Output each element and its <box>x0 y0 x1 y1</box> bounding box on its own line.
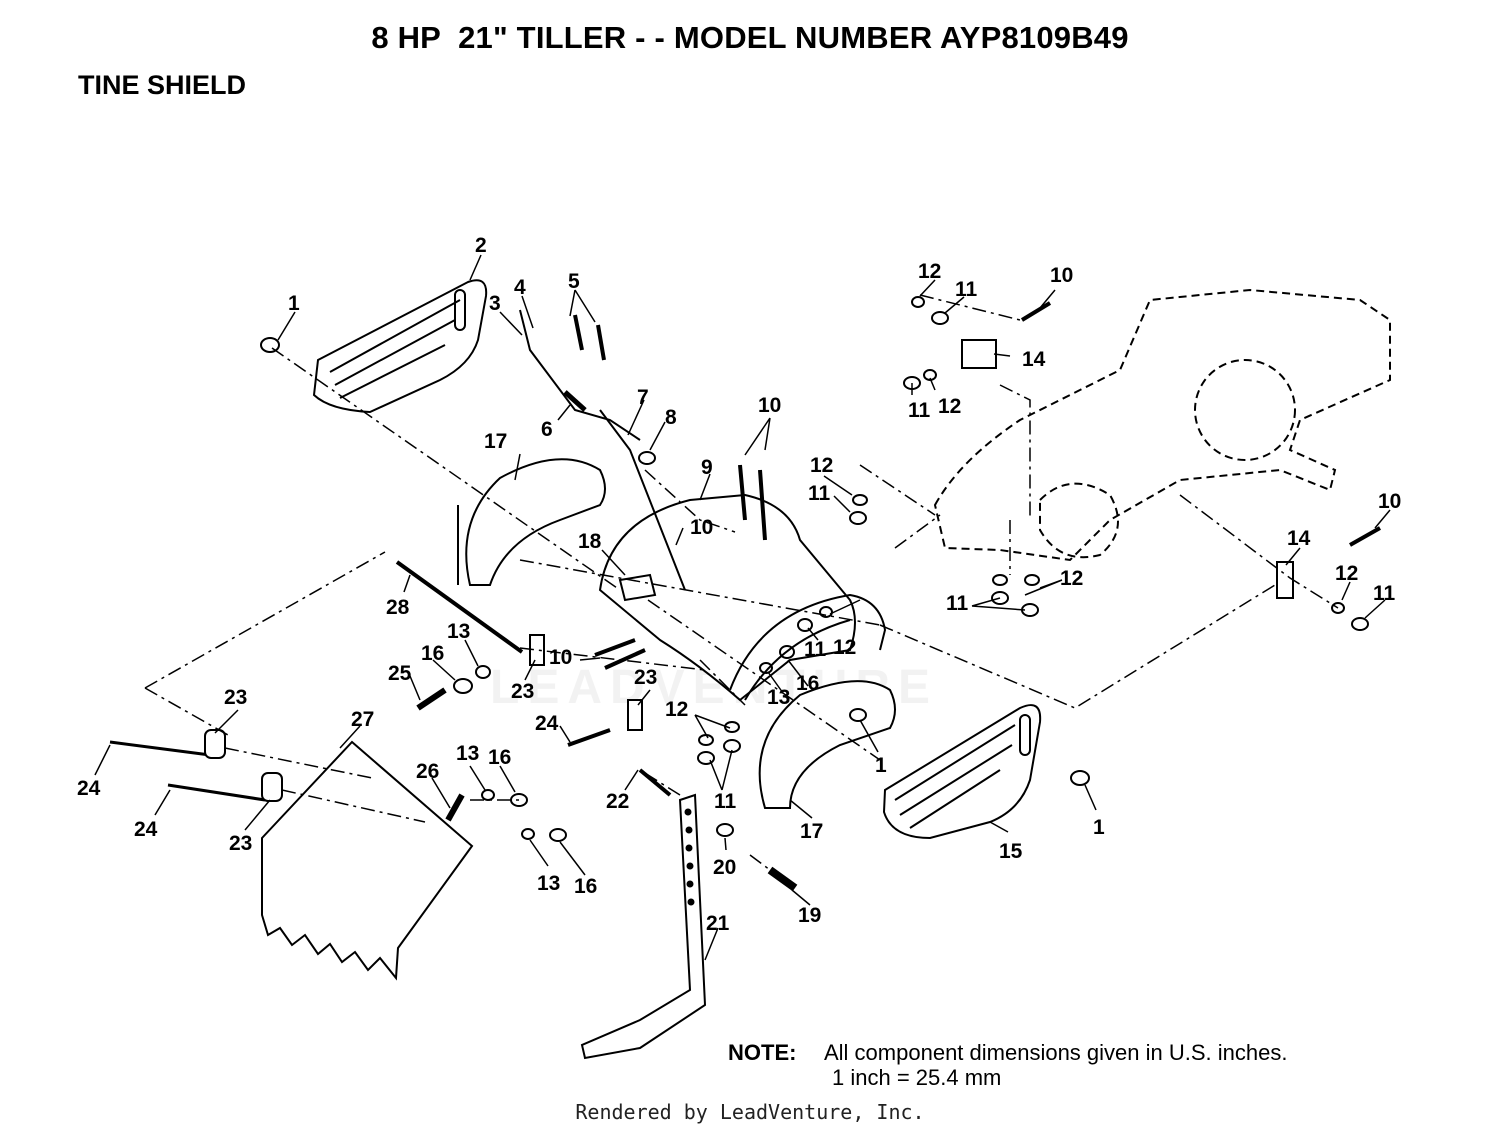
side-plate-left <box>312 279 488 414</box>
callout-16: 16 <box>574 875 597 898</box>
callout-labels: 1 2 3 4 5 6 7 8 9 10 10 10 10 10 11 11 1… <box>77 234 1401 935</box>
callout-9: 9 <box>701 456 713 479</box>
callout-21: 21 <box>706 912 730 935</box>
callout-20: 20 <box>713 856 736 879</box>
callout-12: 12 <box>833 636 856 659</box>
tiller-frame <box>933 288 1391 562</box>
callout-17: 17 <box>484 430 507 453</box>
callout-5: 5 <box>568 270 580 293</box>
callout-12: 12 <box>938 395 961 418</box>
callout-11: 11 <box>804 638 827 661</box>
callout-23: 23 <box>224 686 247 709</box>
callout-15: 15 <box>999 840 1023 863</box>
rod <box>395 560 524 654</box>
note-text-line1: All component dimensions given in U.S. i… <box>824 1040 1288 1065</box>
assembly-lines <box>144 294 1339 871</box>
callout-14: 14 <box>1022 348 1046 371</box>
callout-11: 11 <box>955 278 978 301</box>
render-credit: Rendered by LeadVenture, Inc. <box>575 1100 925 1124</box>
callout-13: 13 <box>767 686 790 709</box>
section-title: TINE SHIELD <box>78 70 247 100</box>
callout-24: 24 <box>134 818 158 841</box>
callout-25: 25 <box>388 662 412 685</box>
callout-3: 3 <box>489 292 501 315</box>
callout-13: 13 <box>537 872 560 895</box>
callout-12: 12 <box>1335 562 1358 585</box>
callout-18: 18 <box>578 530 602 553</box>
callout-23: 23 <box>229 832 252 855</box>
note-text-line2: 1 inch = 25.4 mm <box>832 1065 1002 1090</box>
callout-16: 16 <box>796 672 819 695</box>
callout-1: 1 <box>875 754 887 777</box>
callout-10: 10 <box>1050 264 1073 287</box>
callout-22: 22 <box>606 790 629 813</box>
callout-13: 13 <box>447 620 470 643</box>
callout-19: 19 <box>798 904 821 927</box>
callout-13: 13 <box>456 742 479 765</box>
callout-17: 17 <box>800 820 823 843</box>
callout-10: 10 <box>549 646 572 669</box>
callout-11: 11 <box>714 790 737 813</box>
callout-11: 11 <box>946 592 969 615</box>
callout-10: 10 <box>690 516 713 539</box>
callout-7: 7 <box>637 386 649 409</box>
note-label: NOTE: <box>728 1040 797 1065</box>
callout-12: 12 <box>1060 567 1083 590</box>
callout-1: 1 <box>288 292 300 315</box>
callout-26: 26 <box>416 760 439 783</box>
callout-12: 12 <box>918 260 941 283</box>
callout-27: 27 <box>351 708 374 731</box>
side-shield-upper <box>457 458 606 586</box>
callout-8: 8 <box>665 406 677 429</box>
callout-23: 23 <box>511 680 534 703</box>
callout-16: 16 <box>488 746 511 769</box>
side-shield-lower <box>758 680 896 809</box>
callout-24: 24 <box>77 777 101 800</box>
callout-10: 10 <box>758 394 781 417</box>
callout-10: 10 <box>1378 490 1401 513</box>
callout-12: 12 <box>810 454 833 477</box>
callout-28: 28 <box>386 596 410 619</box>
callout-16: 16 <box>421 642 444 665</box>
callout-2: 2 <box>475 234 487 257</box>
depth-bar <box>580 793 707 1060</box>
page-title: 8 HP 21" TILLER - - MODEL NUMBER AYP8109… <box>371 20 1129 55</box>
callout-23: 23 <box>634 666 657 689</box>
callout-14: 14 <box>1287 527 1311 550</box>
side-plate-right <box>882 704 1042 840</box>
callout-11: 11 <box>1373 582 1396 605</box>
callout-1: 1 <box>1093 816 1105 839</box>
callout-6: 6 <box>541 418 553 441</box>
callout-11: 11 <box>908 399 931 422</box>
callout-4: 4 <box>514 276 526 299</box>
callout-12: 12 <box>665 698 688 721</box>
leader-lines <box>94 254 1391 961</box>
tine-flap <box>261 740 474 981</box>
callout-11: 11 <box>808 482 831 505</box>
callout-24: 24 <box>535 712 559 735</box>
